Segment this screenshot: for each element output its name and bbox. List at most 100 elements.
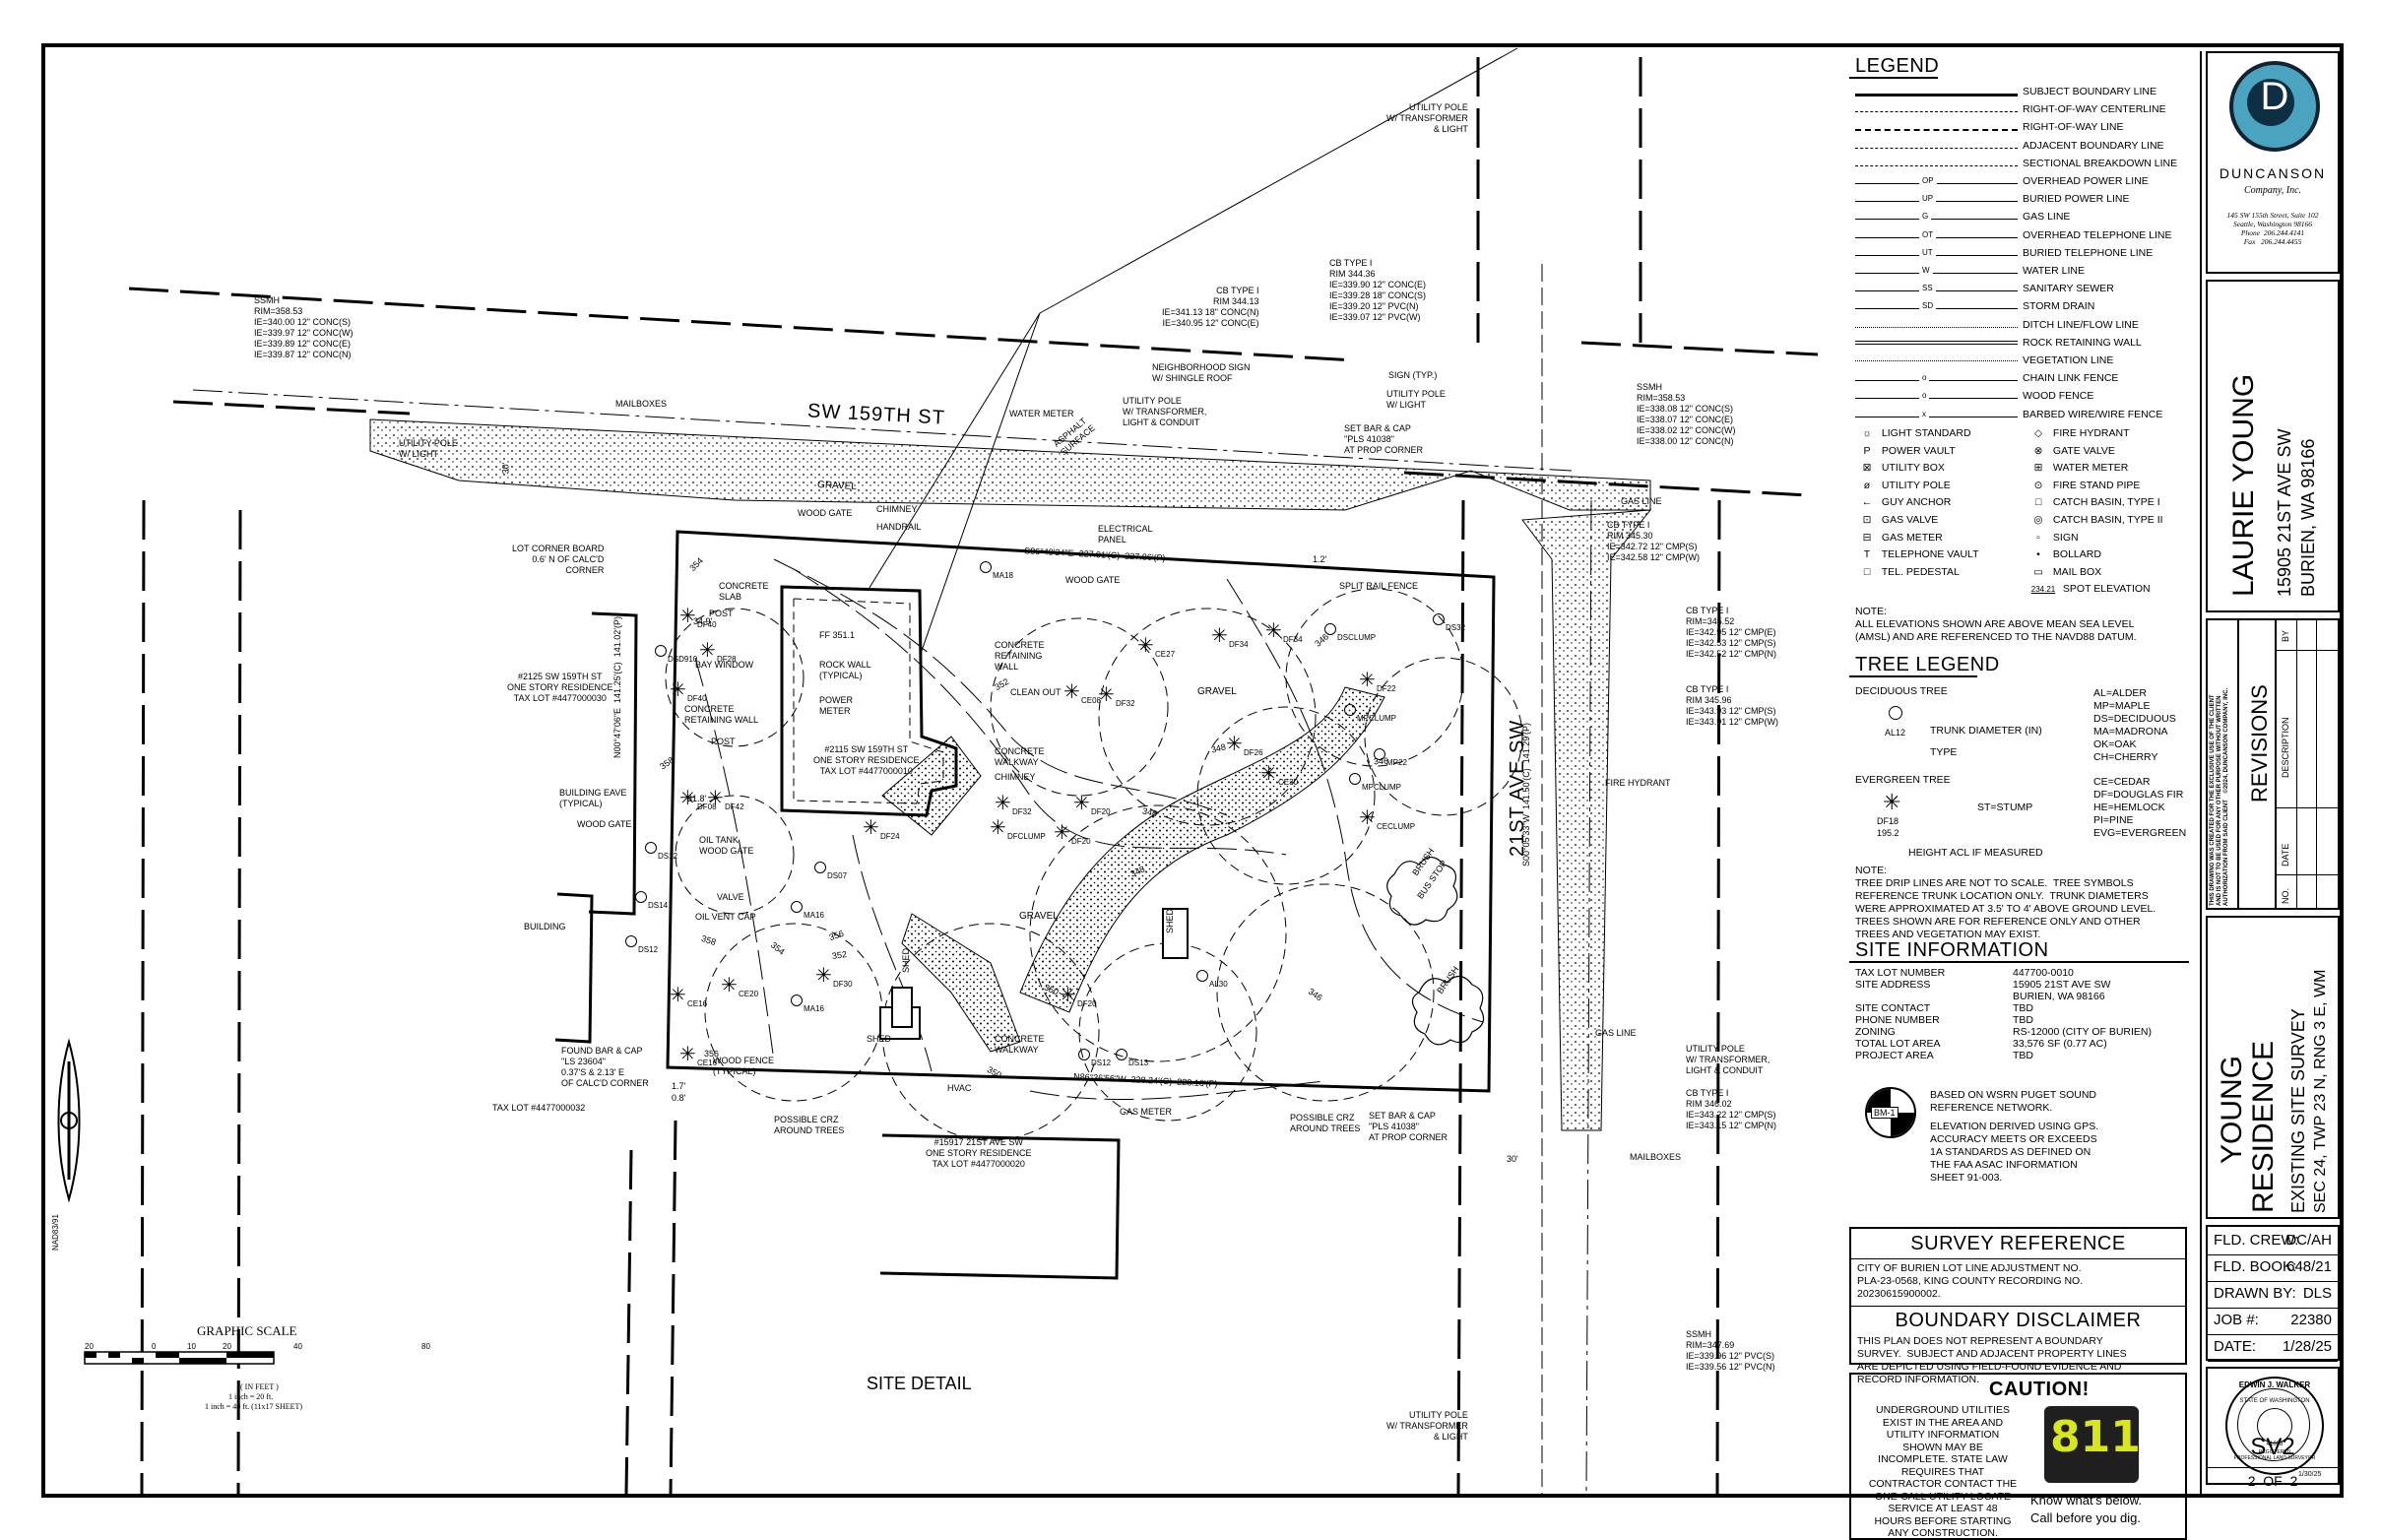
label-shed-3: SHED [1165,908,1176,934]
legend-symbol-row: ⊗ GATE VALVE [2027,445,2115,457]
legend-symbol-row: ◎ CATCH BASIN, TYPE II [2027,514,2163,526]
tree-label: DF32 [1116,699,1135,708]
job-field-key: FLD. BOOK: [2214,1258,2297,1275]
label-dim-08: 0.8' [672,1093,686,1103]
legend-symbol-row: ▭ MAIL BOX [2027,566,2101,578]
caution-tag-2: Call before you dig. [2030,1510,2142,1525]
legend-line-row: VEGETATION LINE [1855,354,2180,372]
label-concrete-slab: CONCRETE SLAB [719,581,769,602]
label-possible-crz-e: POSSIBLE CRZ AROUND TREES [1290,1113,1361,1133]
evergreen-tree-icon: ✳ [815,965,832,987]
scale-tick: 20 [223,1342,231,1351]
site-info-value: 33,576 SF (0.77 AC) [2013,1038,2107,1050]
811-logo-text: 811 [2050,1412,2141,1462]
tree-label: DFCLUMP [1007,832,1046,841]
legend-line-code: UP [1919,194,1937,204]
subject-boundary [666,530,1496,1093]
tree-label: CECLUMP [1377,822,1416,831]
project-name-1: YOUNG [2216,1055,2248,1164]
legend-line-row: RIGHT-OF-WAY LINE [1855,121,2180,139]
label-tax-lot-32: TAX LOT #4477000032 [492,1103,586,1113]
label-handrail: HANDRAIL [876,522,922,532]
utility-pole-icon: ø [1863,479,1871,491]
evergreen-tree-icon: ✳ [1211,625,1228,647]
label-spot-elev: 31.8' [687,794,707,803]
label-sign: SIGN (TYP.) [1388,370,1438,380]
label-power-meter: POWER METER [819,695,854,716]
label-found-bar: FOUND BAR & CAP "LS 23604" 0.37'S & 2.13… [561,1046,649,1088]
client-address-2: BURIEN, WA 98166 [2298,438,2318,597]
label-bay-window: BAY WINDOW [695,660,754,670]
sheet-of: 2 OF 2 [2247,1473,2298,1489]
legend-symbol-label: SPOT ELEVATION [2060,583,2151,596]
legend-symbol-label: GUY ANCHOR [1879,496,1952,509]
sheet-number: SV2 [2250,1434,2295,1460]
caution-tag-1: Know what's below. [2030,1493,2143,1508]
label-chimney-1: CHIMNEY [876,504,918,514]
site-info-value: 447700-0010 [2013,967,2074,979]
legend-symbol-row: ⊟ GAS METER [1855,532,1943,544]
label-water-meter: WATER METER [1009,409,1074,418]
evergreen-tree-icon: ✳ [990,817,1006,839]
legend-line-label: OVERHEAD POWER LINE [2023,175,2149,187]
tree-label: CE20 [739,990,759,998]
copyright-notice: THIS DRAWING WAS CREATED FOR THE EXCLUSI… [2210,687,2229,906]
deciduous-tree-icon [625,935,637,947]
label-dim-row-east: 30' [1507,1154,1518,1164]
guy-anchor-icon: ← [1861,496,1873,509]
tree-legend-title: TREE LEGEND [1855,654,2000,675]
deciduous-tree-icon [1349,773,1361,785]
tel-pedestal-icon: □ [1863,565,1871,578]
company-name-2: Company, Inc. [2243,185,2302,196]
legend-symbol-row: ▫ SIGN [2027,531,2078,544]
boundary-disclaimer-text: THIS PLAN DOES NOT REPRESENT A BOUNDARY … [1857,1335,2127,1385]
legend-symbol-label: POWER VAULT [1879,444,1956,457]
gate-valve-icon: ⊗ [2033,444,2043,457]
legend-line-sample [1855,308,2018,310]
bollard-icon: • [2036,548,2040,561]
deciduous-tree-icon [1889,706,1902,720]
label-shed-2: SHED [901,947,912,974]
job-field-value: DLS [2302,1285,2332,1302]
project-name-2: RESIDENCE [2247,1040,2280,1213]
evergreen-tree-icon: ✳ [1359,807,1376,829]
deciduous-tree-icon [1374,748,1385,760]
tree-label: DSD910 [668,655,698,664]
site-info-elev: ELEVATION DERIVED USING GPS. ACCURACY ME… [1930,1121,2099,1184]
legend-line-sample [1855,273,2018,274]
job-field-row: JOB #:22380 [2208,1307,2338,1335]
legend-symbol-label: WATER METER [2050,462,2129,475]
legend-symbol-row: □ CATCH BASIN, TYPE I [2027,496,2160,508]
legend-line-label: OVERHEAD TELEPHONE LINE [2023,228,2172,241]
legend-symbol-label: CATCH BASIN, TYPE II [2050,514,2163,526]
legend-line-label: BARBED WIRE/WIRE FENCE [2023,408,2163,420]
job-field-value: 648/21 [2286,1258,2332,1275]
legend-line-row: x BARBED WIRE/WIRE FENCE [1855,409,2180,426]
tree-label: DS12 [1091,1059,1112,1067]
label-cb4: CB TYPE I RIM=345.52 IE=342.95 12" CMP(E… [1686,606,1776,659]
deciduous-tree-icon [814,862,826,873]
client-panel: LAURIE YOUNG 15905 21ST AVE SW BURIEN, W… [2206,280,2340,612]
legend-symbol-row: ⊡ GAS VALVE [1855,514,1939,526]
sign-icon: ▫ [2036,531,2040,544]
graphic-scale-unit: ( IN FEET ) [240,1382,279,1391]
evergreen-tree-icon: ✳ [995,793,1011,814]
catch-basin-type-ii-icon: ◎ [2033,514,2043,526]
label-cb1: CB TYPE I RIM 344.13 IE=341.13 18" CONC(… [1162,286,1259,328]
legend-symbol-row: ☼ LIGHT STANDARD [1855,427,1970,439]
legend-line-code: x [1919,409,1929,418]
site-info-key: PHONE NUMBER [1855,1014,1940,1026]
tree-legend-trunk: TRUNK DIAMETER (IN) [1930,725,2042,737]
label-clean-out: CLEAN OUT [1010,687,1062,697]
label-wood-gate-n: WOOD GATE [798,508,853,518]
legend-line-sample [1855,129,2018,132]
legend-line-code: o [1919,391,1930,401]
label-dim-12: 1.2' [1313,554,1327,564]
811-logo-icon: 811 [2044,1406,2141,1483]
deciduous-tree-icon [1078,1049,1090,1060]
deciduous-tree-icon [791,901,803,913]
label-util-pole-n: UTILITY POLE W/ TRANSFORMER & LIGHT [1386,102,1468,134]
client-address-1: 15905 21ST AVE SW [2275,428,2294,597]
north-arrow [57,1038,81,1203]
